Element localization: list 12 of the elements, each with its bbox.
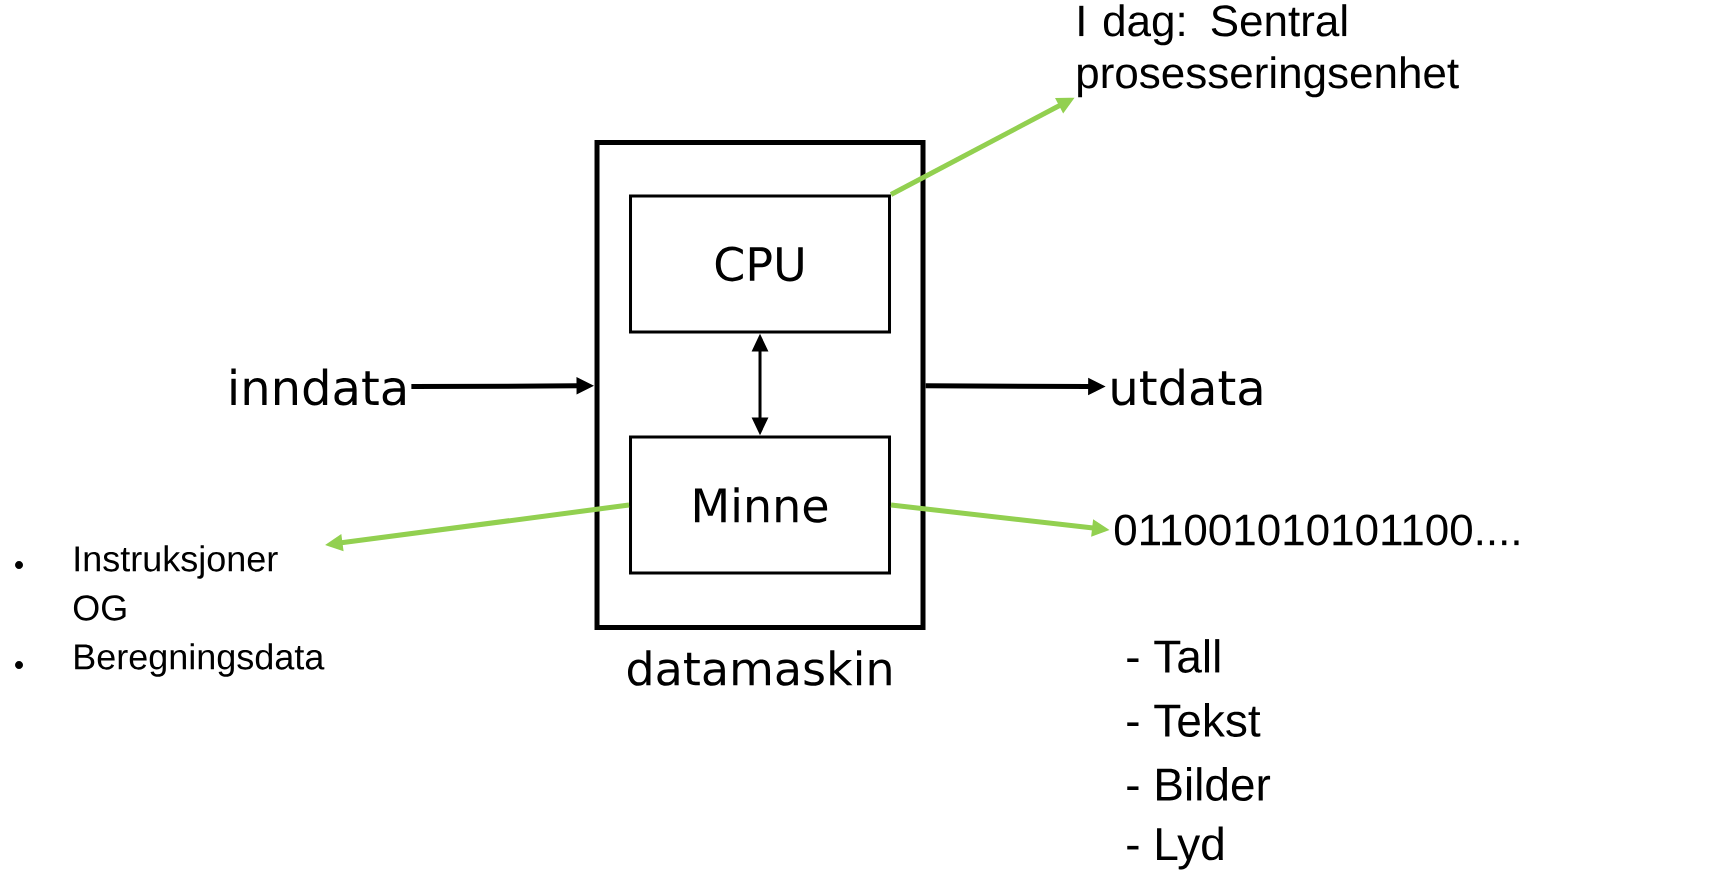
- list-item: - Bilder: [1127, 767, 1271, 801]
- list-item: - Tekst: [1127, 703, 1261, 737]
- node-label: datamaskin: [627, 650, 891, 686]
- list-item: - Tall: [1127, 639, 1220, 673]
- list-item: - Lyd: [1127, 826, 1223, 870]
- binary-text: 011001010101100....: [1114, 514, 1519, 546]
- component-box: Minne: [629, 435, 891, 575]
- input-label: inndata: [231, 368, 405, 406]
- output-label: utdata: [1112, 368, 1262, 406]
- note-text: I dag: Sentral prosesseringsenhet: [1078, 4, 1459, 98]
- component-box: CPU: [629, 194, 891, 334]
- bullet-list: Instruksjoner OG Beregningsdata: [73, 545, 325, 677]
